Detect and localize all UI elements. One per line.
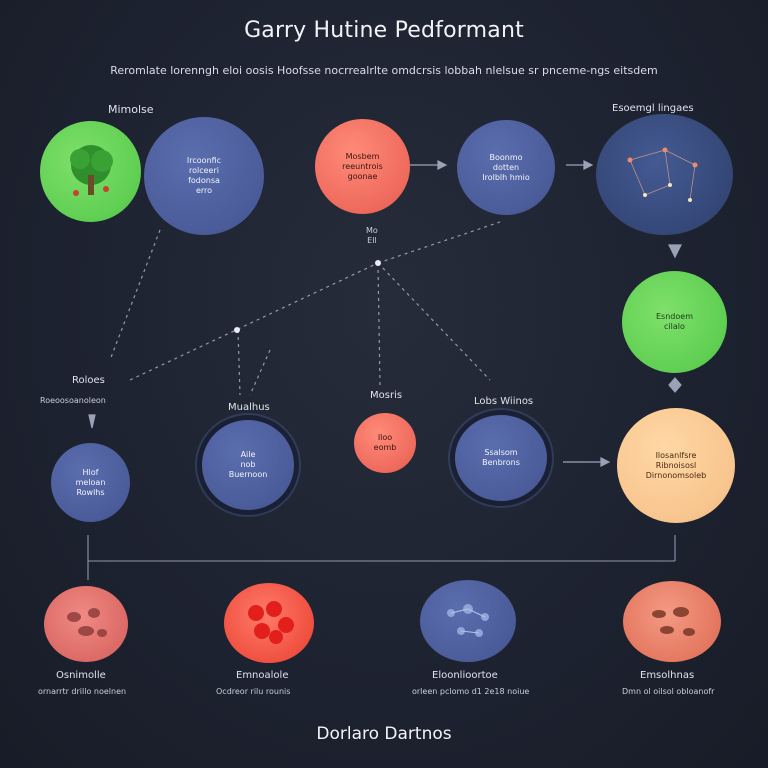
node-mosbem: Mosbem reeuntrois goonae	[315, 119, 410, 214]
node-bottom-3	[420, 580, 516, 662]
connector-line	[377, 262, 381, 386]
node-ilosanlfsre: Ilosanlfsre Ribnoisosl Dirnonomsoleb	[617, 408, 735, 523]
berries-icon	[248, 601, 294, 644]
label-center-small: Mo Ell	[366, 226, 378, 245]
node-text: Mosbem reeuntrois goonae	[342, 151, 383, 181]
arrow-head	[437, 160, 448, 170]
arrow-head	[600, 457, 611, 467]
bottom-label-title: Emnoalole	[236, 670, 289, 681]
node-esndoem: Esndoem cilalo	[622, 271, 727, 373]
connector-line	[377, 262, 491, 381]
particles-icon	[652, 606, 695, 636]
node-tree	[40, 121, 141, 222]
bottom-label-sub: ornarrtr drillo noelnen	[38, 687, 127, 696]
node-text: Aile nob Buernoon	[228, 450, 268, 479]
arrow-head	[583, 160, 594, 170]
network-icon	[627, 147, 697, 202]
connector-line	[249, 349, 271, 396]
node-text: Hlof meloan Rowlhs	[75, 467, 106, 497]
junction-dot	[234, 327, 240, 333]
bottom-label-title: Eloonlioortoe	[432, 670, 498, 681]
node-bottom-1	[44, 586, 128, 662]
node-aile: Aile nob Buernoon	[202, 420, 294, 510]
connector-line	[129, 262, 379, 381]
bottom-label-sub: Ocdreor rilu rounis	[216, 687, 291, 696]
label-mosris: Mosris	[370, 390, 403, 401]
junction-dot	[375, 260, 381, 266]
label-roloes-sub: Roeoosoanoleon	[40, 396, 106, 405]
node-network	[596, 114, 733, 235]
label-roloes: Roloes	[72, 375, 105, 386]
connector-line	[109, 229, 161, 361]
bottom-label-sub: Dmn ol oilsol obloanofr	[622, 687, 715, 696]
node-iloo: Iloo eomb	[354, 413, 416, 473]
connector-line	[237, 329, 241, 396]
bottom-label-sub: orleen pclomo d1 2e18 noiue	[412, 687, 530, 696]
bottom-label-title: Osnimolle	[56, 670, 106, 681]
arrow-head	[668, 377, 682, 393]
arrow-head	[88, 414, 96, 429]
node-ssalsom: Ssalsom Benbrons	[455, 415, 547, 501]
node-hlof: Hlof meloan Rowlhs	[51, 443, 130, 522]
node-text: Ssalsom Benbrons	[482, 448, 520, 467]
diagram-footer: Dorlaro Dartnos	[316, 724, 452, 744]
node-bottom-4	[623, 581, 721, 662]
arrow-head	[668, 244, 682, 259]
node-text: Ircoonfic rolceeri fodonsa erro	[186, 156, 222, 195]
cells-icon	[67, 608, 107, 637]
diagram-title: Garry Hutine Pedformant	[244, 18, 524, 43]
molecules-icon	[447, 604, 489, 637]
connector-line	[377, 221, 501, 264]
node-ircoonfic: Ircoonfic rolceeri fodonsa erro	[144, 117, 264, 235]
label-top-right: Esoemgl lingaes	[612, 103, 694, 114]
diagram-subtitle: Reromlate lorenngh eloi oosis Hoofsse no…	[110, 64, 658, 77]
node-bottom-2	[224, 583, 314, 663]
node-text: Ilosanlfsre Ribnoisosl Dirnonomsoleb	[645, 450, 707, 480]
node-text: Boonmo dotten Irolblh hmio	[482, 152, 530, 182]
bottom-label-title: Emsolhnas	[640, 670, 695, 681]
label-top-left: Mimolse	[108, 103, 154, 116]
tree-icon	[69, 144, 113, 196]
node-text: Iloo eomb	[373, 433, 397, 452]
label-lobs-wiinos: Lobs Wiinos	[474, 396, 534, 407]
label-mualhus: Mualhus	[228, 402, 270, 413]
node-text: Esndoem cilalo	[656, 312, 693, 331]
node-boonmo: Boonmo dotten Irolblh hmio	[457, 120, 555, 215]
